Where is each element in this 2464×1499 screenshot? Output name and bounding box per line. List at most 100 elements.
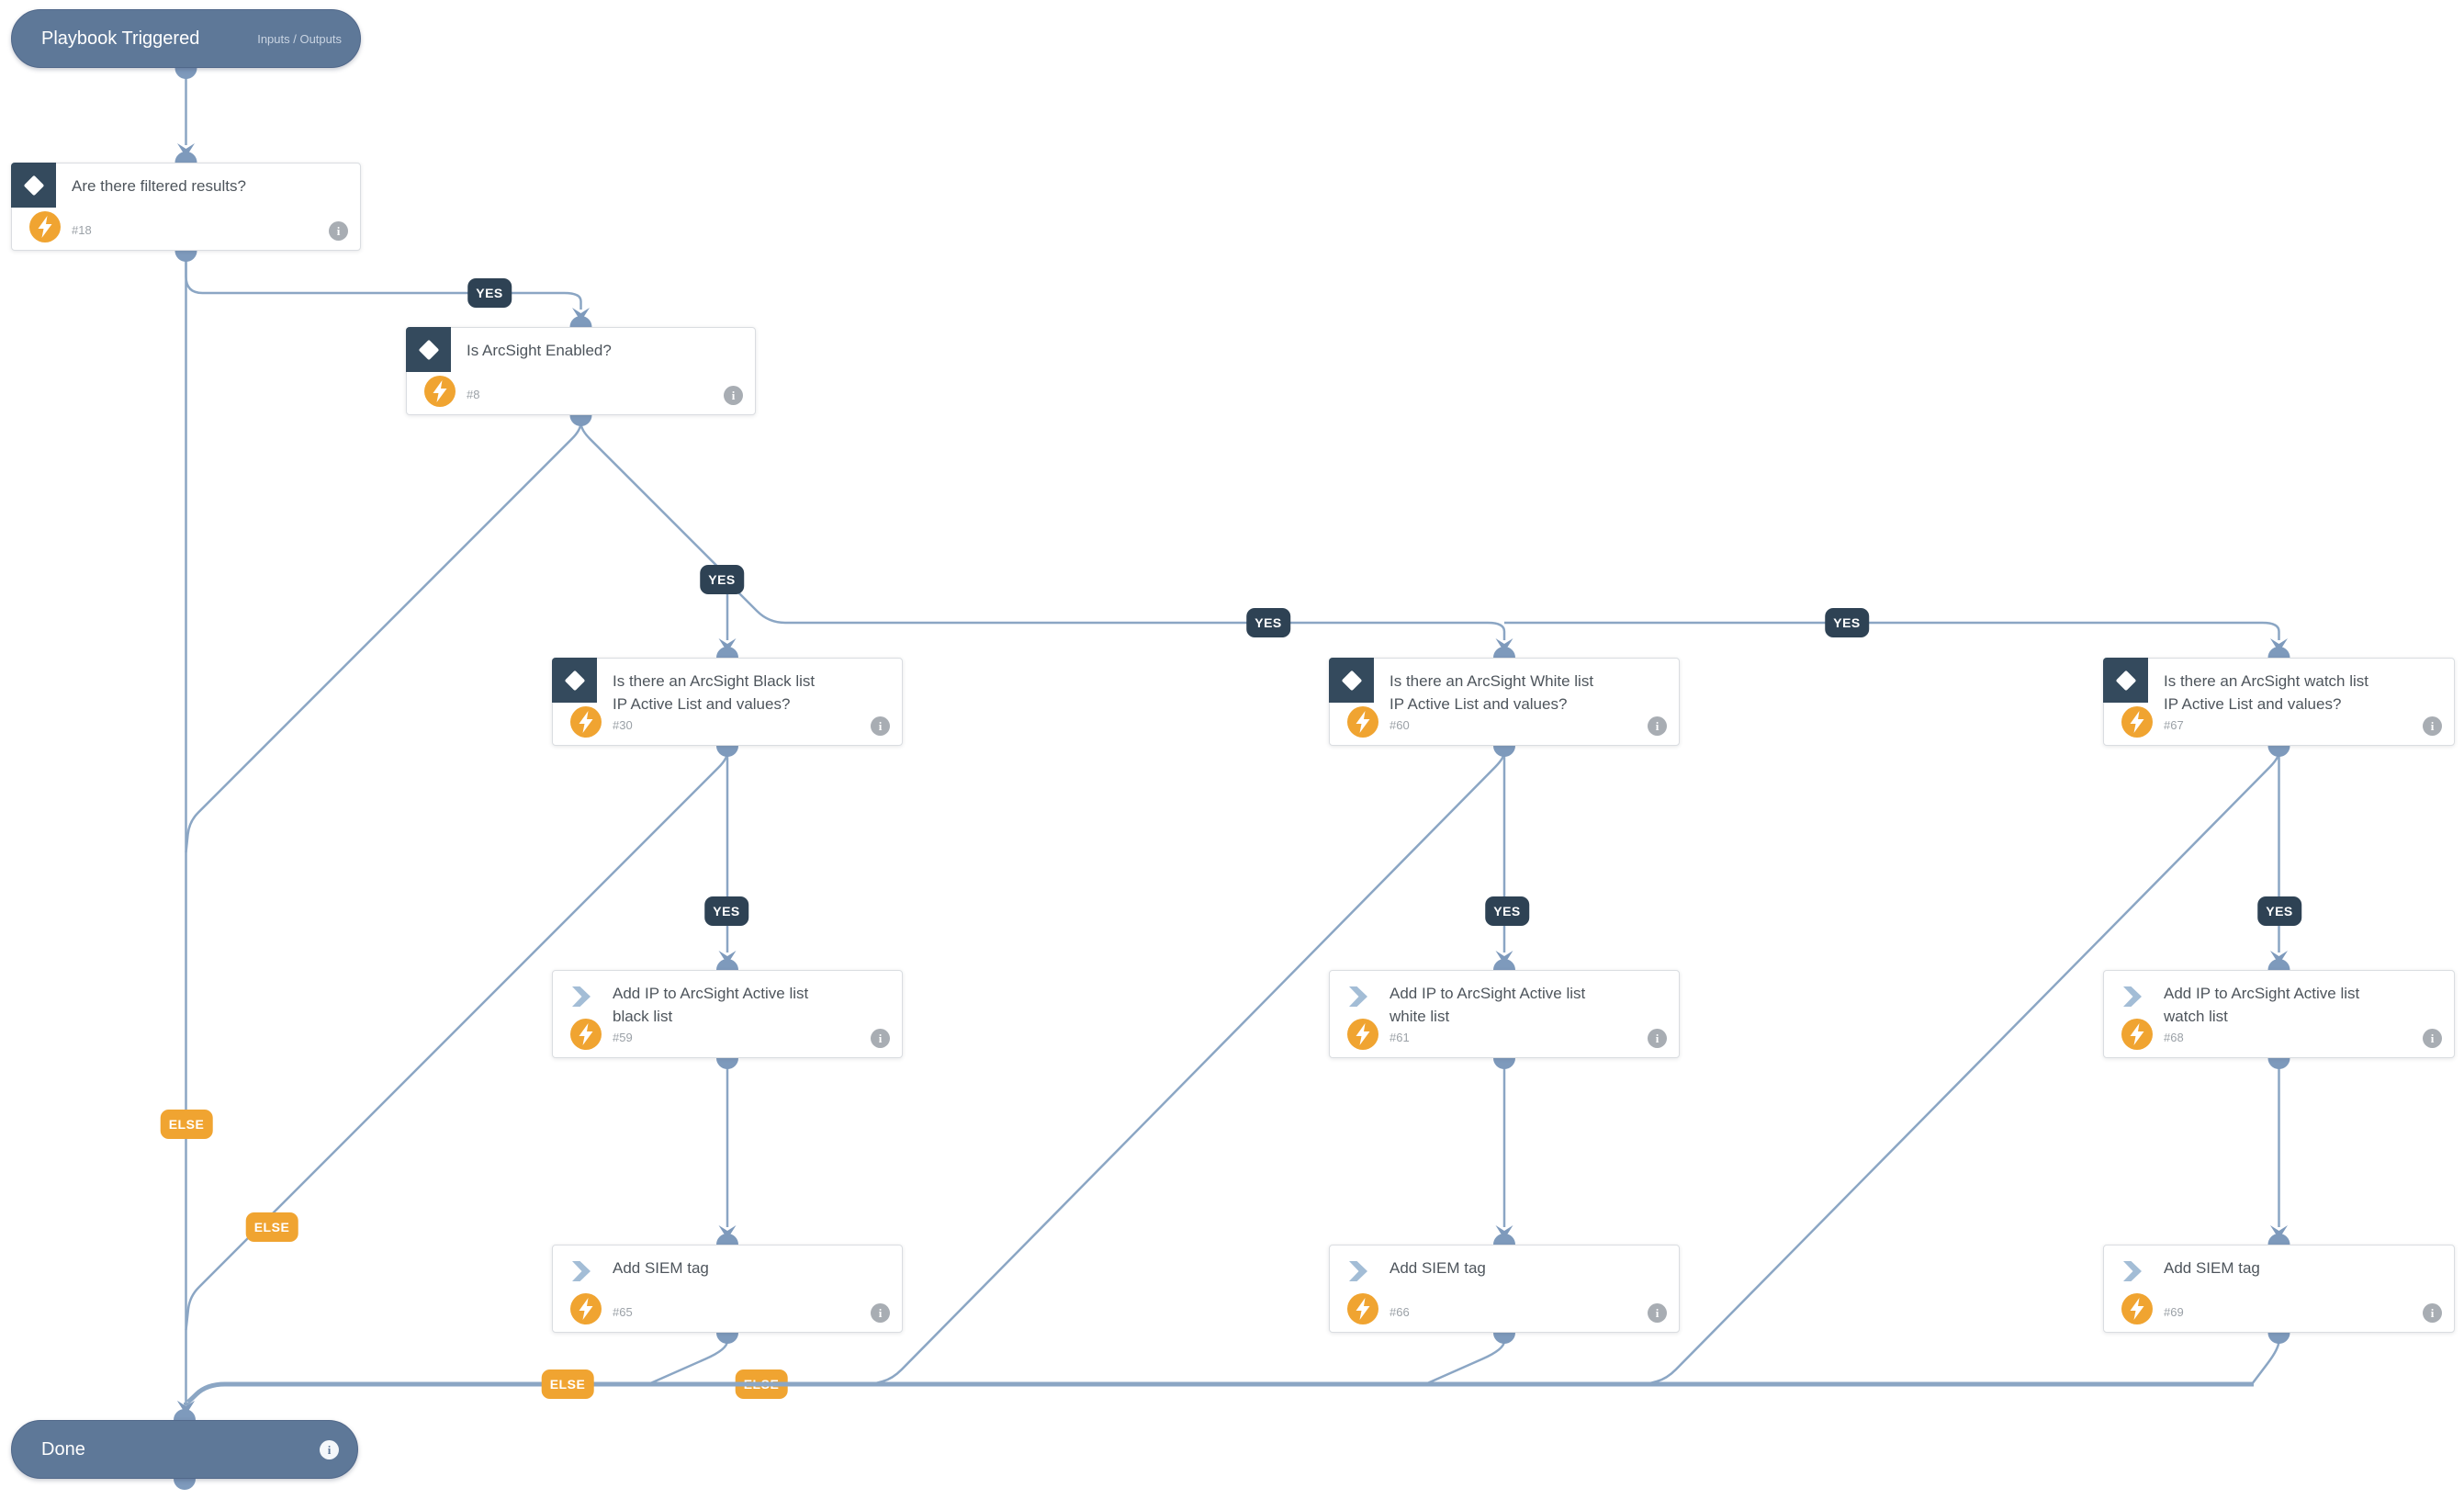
connector-port: [174, 251, 197, 262]
info-icon[interactable]: i: [2423, 1303, 2442, 1323]
info-icon[interactable]: i: [329, 221, 348, 241]
task-id: #30: [613, 718, 633, 732]
task-chevron-icon: [1349, 1261, 1367, 1281]
connector-port: [716, 1333, 738, 1344]
arrowhead-icon: [1495, 638, 1513, 652]
task-node-66[interactable]: Add SIEM tag #66 i: [1329, 1245, 1680, 1333]
info-icon[interactable]: i: [2423, 1029, 2442, 1048]
connector-port: [174, 1409, 196, 1420]
info-icon[interactable]: i: [1648, 716, 1667, 736]
condition-diamond-icon: [1329, 658, 1374, 703]
yes-edge-label: YES: [700, 565, 744, 594]
automation-icon: [570, 706, 602, 738]
info-icon[interactable]: i: [724, 386, 743, 405]
arrowhead-icon: [718, 1225, 737, 1239]
condition-node-67[interactable]: Is there an ArcSight watch list IP Activ…: [2103, 658, 2455, 746]
condition-diamond-icon: [406, 327, 451, 372]
pill-title: Done: [41, 1438, 85, 1460]
arrowhead-icon: [2270, 1225, 2288, 1239]
arrowhead-icon: [718, 951, 737, 964]
connector-port: [1493, 746, 1515, 757]
done-node[interactable]: Done i: [11, 1420, 358, 1479]
automation-icon: [1347, 1019, 1378, 1050]
automation-icon: [2121, 1019, 2153, 1050]
task-id: #67: [2164, 718, 2184, 732]
condition-diamond-icon: [11, 163, 56, 208]
else-edge-label: ELSE: [160, 1110, 213, 1139]
condition-node-18[interactable]: Are there filtered results? #18 i: [11, 163, 361, 251]
task-id: #18: [72, 223, 92, 237]
else-edge-label: ELSE: [245, 1212, 298, 1242]
arrowhead-icon: [2270, 951, 2288, 964]
task-id: #65: [613, 1305, 633, 1319]
arrowhead-icon: [177, 1401, 195, 1414]
task-id: #61: [1390, 1031, 1410, 1044]
connector-port: [716, 746, 738, 757]
condition-node-30[interactable]: Is there an ArcSight Black list IP Activ…: [552, 658, 903, 746]
arrowhead-icon: [1495, 951, 1513, 964]
arrowhead-icon: [718, 638, 737, 652]
task-title: Is there an ArcSight White list IP Activ…: [1390, 672, 1594, 713]
task-id: #69: [2164, 1305, 2184, 1319]
connector-port: [1493, 647, 1515, 658]
task-chevron-icon: [2123, 1261, 2142, 1281]
task-title: Are there filtered results?: [72, 177, 246, 195]
info-icon[interactable]: i: [320, 1439, 339, 1460]
automation-icon: [570, 1293, 602, 1324]
info-icon[interactable]: i: [871, 716, 890, 736]
edge-n8-yes-n30: [579, 415, 729, 640]
condition-diamond-icon: [552, 658, 597, 703]
task-id: #8: [467, 388, 480, 401]
task-title: Add IP to ArcSight Active list black lis…: [613, 985, 809, 1025]
task-title: Is ArcSight Enabled?: [467, 342, 612, 359]
task-title: Add SIEM tag: [1390, 1259, 1486, 1277]
connector-port: [2267, 1058, 2290, 1069]
condition-node-8[interactable]: Is ArcSight Enabled? #8 i: [406, 327, 756, 415]
info-icon[interactable]: i: [2423, 716, 2442, 736]
task-node-65[interactable]: Add SIEM tag #65 i: [552, 1245, 903, 1333]
arrowhead-icon: [572, 308, 590, 321]
connector-port: [2267, 647, 2290, 658]
connector-port: [716, 1058, 738, 1069]
connector-port: [2267, 959, 2290, 970]
pill-title: Playbook Triggered: [41, 28, 200, 49]
task-title: Add IP to ArcSight Active list watch lis…: [2164, 985, 2360, 1025]
automation-icon: [29, 211, 61, 242]
automation-icon: [2121, 706, 2153, 738]
task-node-69[interactable]: Add SIEM tag #69 i: [2103, 1245, 2455, 1333]
task-id: #60: [1390, 718, 1410, 732]
info-icon[interactable]: i: [1648, 1303, 1667, 1323]
pill-subtitle-link[interactable]: Inputs / Outputs: [257, 31, 342, 46]
info-icon[interactable]: i: [871, 1303, 890, 1323]
connector-port: [174, 1479, 196, 1490]
edge-n66-out: [1424, 1333, 1506, 1386]
yes-edge-label: YES: [1825, 608, 1869, 637]
automation-icon: [1347, 706, 1378, 738]
connector-port: [1493, 1058, 1515, 1069]
task-node-61[interactable]: Add IP to ArcSight Active list white lis…: [1329, 970, 1680, 1058]
info-icon[interactable]: i: [1648, 1029, 1667, 1048]
info-icon[interactable]: i: [871, 1029, 890, 1048]
task-title: Add SIEM tag: [2164, 1259, 2260, 1277]
edge-bottom-line: [184, 1381, 2254, 1406]
automation-icon: [424, 376, 456, 407]
yes-edge-label: YES: [2257, 896, 2301, 926]
task-title: Add IP to ArcSight Active list white lis…: [1390, 985, 1586, 1025]
automation-icon: [2121, 1293, 2153, 1324]
automation-icon: [1347, 1293, 1378, 1324]
edge-n18-yes-n8: [185, 251, 582, 310]
playbook-triggered-node[interactable]: Playbook Triggered Inputs / Outputs: [11, 9, 361, 68]
arrowhead-icon: [2270, 638, 2288, 652]
edge-n8-yes-n60: [727, 581, 1506, 640]
connector-port: [1493, 1234, 1515, 1245]
condition-node-60[interactable]: Is there an ArcSight White list IP Activ…: [1329, 658, 1680, 746]
task-node-68[interactable]: Add IP to ArcSight Active list watch lis…: [2103, 970, 2455, 1058]
task-title: Add SIEM tag: [613, 1259, 709, 1277]
yes-edge-label: YES: [704, 896, 748, 926]
task-title: Is there an ArcSight Black list IP Activ…: [613, 672, 816, 713]
yes-edge-label: YES: [467, 278, 512, 308]
automation-icon: [570, 1019, 602, 1050]
task-node-59[interactable]: Add IP to ArcSight Active list black lis…: [552, 970, 903, 1058]
task-chevron-icon: [1349, 986, 1367, 1007]
